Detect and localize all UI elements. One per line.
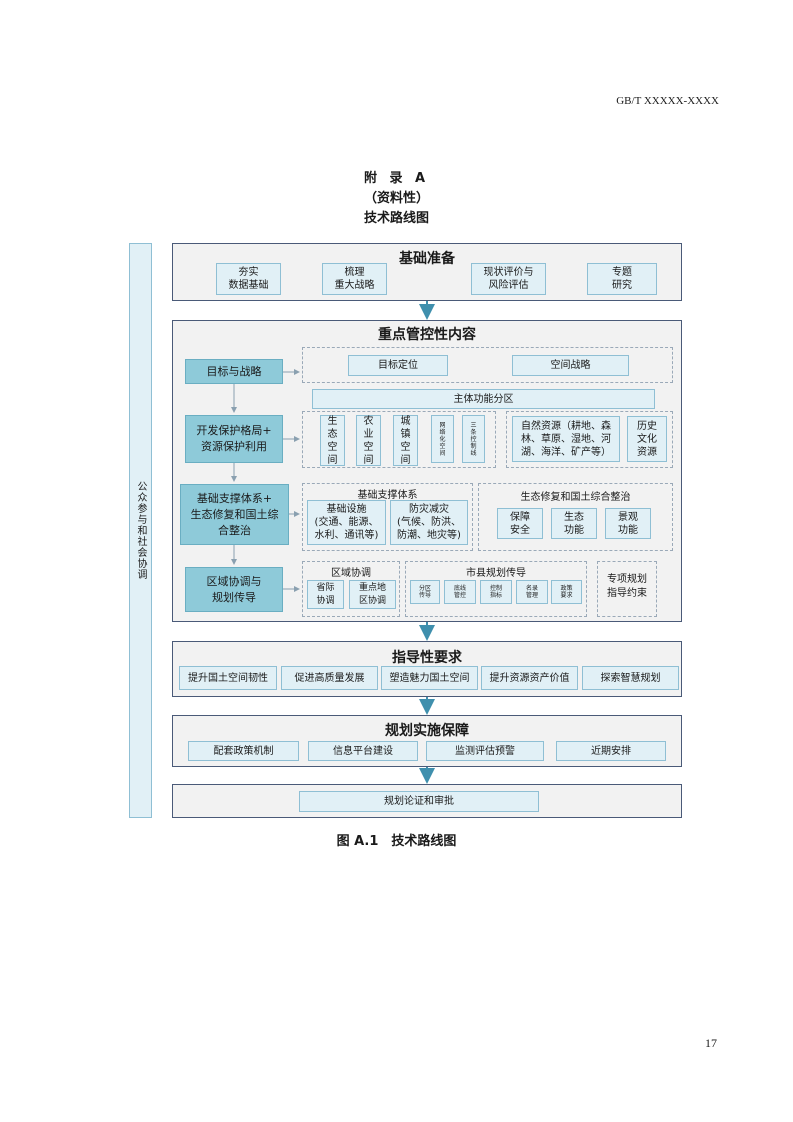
basic-item-data: 夯实 数据基础 [216,263,281,295]
impl-near-term: 近期安排 [556,741,666,761]
support-system-box: 基础支撑体系+ 生态修复和国土综 合整治 [180,484,289,545]
basic-item-research: 专题 研究 [587,263,657,295]
disaster-prevention-box: 防灾减灾 (气候、防洪、 防潮、地灾等) [390,500,468,545]
guidance-resilience: 提升国土空间韧性 [179,666,277,690]
resource-group [506,411,673,468]
appendix-title: 附 录 A [363,171,430,186]
regional-coordination-box: 区域协调与 规划传导 [185,567,283,612]
eco-function: 生态 功能 [551,508,597,539]
goal-strategy-box: 目标与战略 [185,359,283,384]
city-title: 市县规划传导 [466,568,526,579]
region-group [302,561,400,617]
city-item-policy: 政策 要求 [551,580,582,604]
guidance-charm: 塑造魅力国土空间 [381,666,478,690]
city-item-zoning: 分区 传导 [410,580,440,604]
basic-item-strategy: 梳理 重大战略 [322,263,387,295]
key-control-title: 重点管控性内容 [378,327,476,343]
basic-item-evaluation: 现状评价与 风险评估 [471,263,546,295]
key-area-coordination: 重点地 区协调 [349,580,396,609]
eco-group [478,483,673,551]
natural-resources: 自然资源（耕地、森 林、草原、湿地、河 湖、海洋、矿产等） [512,416,620,462]
development-protection-box: 开发保护格局+ 资源保护利用 [185,415,283,463]
infrastructure-box: 基础设施 (交通、能源、 水利、通讯等) [307,500,386,545]
space-control-lines: 三 条 控 制 线 [462,415,485,463]
historical-resources: 历史 文化 资源 [627,416,667,462]
city-item-index: 控制 指标 [480,580,512,604]
impl-monitoring: 监测评估预警 [426,741,544,761]
main-function-zoning: 主体功能分区 [312,389,655,409]
implementation-title: 规划实施保障 [385,723,469,739]
region-title: 区域协调 [331,568,371,579]
city-item-baseline: 底线 管控 [444,580,476,604]
support-group [302,483,473,551]
space-agricultural: 农 业 空 间 [356,415,381,466]
landscape-function: 景观 功能 [605,508,651,539]
guidance-quality: 促进高质量发展 [281,666,378,690]
basic-preparation-title: 基础准备 [399,251,455,267]
special-planning [597,561,657,617]
eco-title: 生态修复和国土综合整治 [520,492,631,503]
space-urban: 城 镇 空 间 [393,415,418,466]
impl-policy: 配套政策机制 [188,741,299,761]
impl-platform: 信息平台建设 [308,741,418,761]
goal-positioning: 目标定位 [348,355,448,376]
support-title: 基础支撑体系 [357,490,418,501]
space-group [302,411,496,468]
spatial-strategy: 空间战略 [512,355,629,376]
guidance-smart: 探索智慧规划 [582,666,679,690]
space-network: 网 络 化 空 间 [431,415,454,463]
goal-group [302,347,673,383]
figure-caption: 图 A.1 技术路线图 [336,834,457,849]
eco-security: 保障 安全 [497,508,543,539]
approval-box: 规划论证和审批 [299,791,539,812]
public-participation-box: 公众参与和社会协调 [129,243,152,818]
city-item-list: 名录 管理 [516,580,548,604]
space-ecological: 生 态 空 间 [320,415,345,466]
special-planning-text: 专项规划 指导约束 [607,574,647,599]
appendix-name: 技术路线图 [363,211,429,226]
page-number: 17 [705,1036,717,1050]
side-label: 公众参与和社会协调 [135,481,146,580]
provincial-coordination: 省际 协调 [307,580,344,609]
standard-code: GB/T XXXXX-XXXX [616,95,719,107]
city-group [405,561,587,617]
guidance-asset: 提升资源资产价值 [481,666,578,690]
appendix-type: （资料性） [363,191,429,206]
guidance-title: 指导性要求 [392,650,462,666]
